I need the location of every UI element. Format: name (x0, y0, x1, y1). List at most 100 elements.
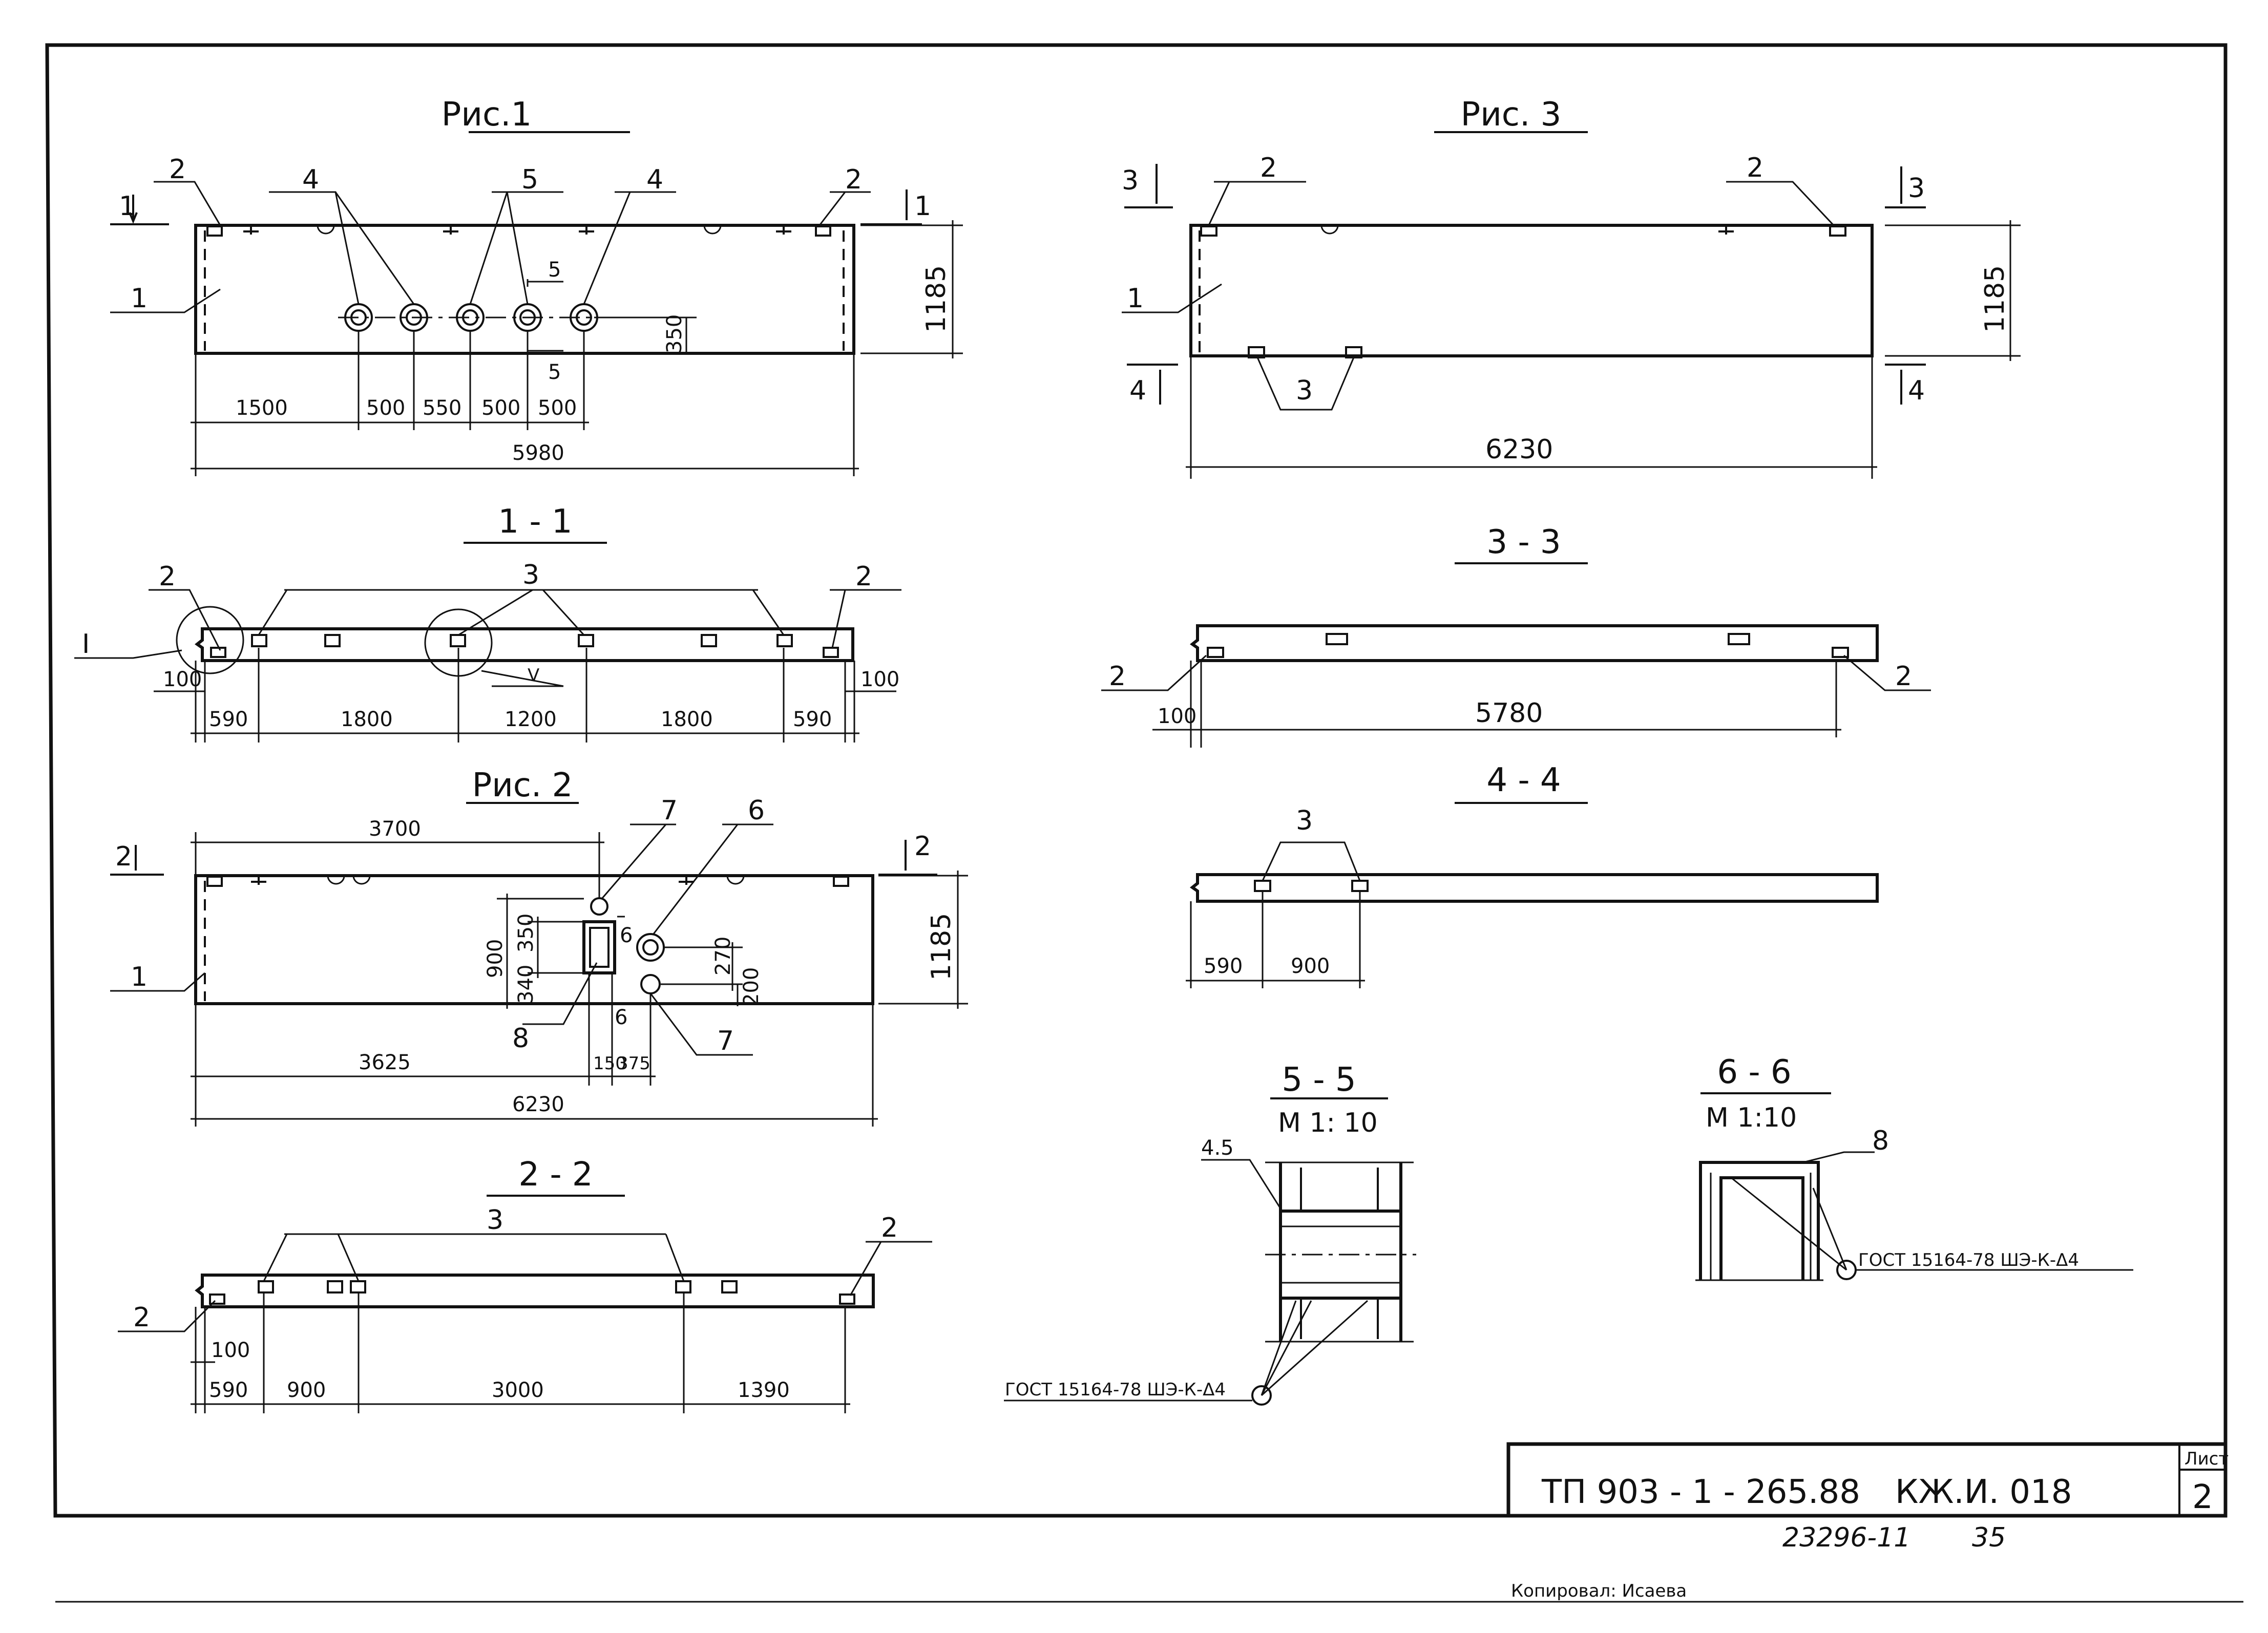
section-3-3-title: 3 - 3 (1486, 523, 1561, 561)
fig2-dim-900: 900 (484, 939, 507, 978)
fig2-dim-270: 270 (711, 937, 735, 975)
fig3-cut-mark-4-left: 4 (1129, 375, 1146, 406)
section-4-4: 4 - 4 3 590 900 (1186, 761, 1879, 988)
sec22-dim-100: 100 (211, 1339, 250, 1362)
fig1-label-1: 1 (131, 283, 148, 314)
figure-1: Рис.1 2 4 5 4 2 1 1 (110, 96, 963, 476)
section-2-2: 2 - 2 3 2 2 100 590 900 3000 1390 (118, 1156, 932, 1413)
fig1-dim-500a: 500 (366, 396, 405, 420)
sec11-dim-100-left: 100 (163, 668, 202, 691)
sec11-label-V: V (528, 665, 539, 686)
fig3-cut-mark-3-right: 3 (1908, 173, 1925, 204)
section-6-6-label: 8 (1872, 1126, 1889, 1156)
sec22-dim-1390: 1390 (738, 1378, 790, 1402)
fig1-cut-mark-left: 1 (119, 191, 136, 222)
sec11-dim-1800-right: 1800 (661, 708, 713, 731)
fig1-label-5: 5 (521, 164, 538, 195)
fig1-dim-500b: 500 (481, 396, 520, 420)
fig1-dim-550: 550 (423, 396, 461, 420)
fig3-label-2-right: 2 (1747, 153, 1763, 183)
title-block-code: ТП 903 - 1 - 265.88 (1541, 1473, 1860, 1511)
sec11-dim-1800-left: 1800 (341, 708, 393, 731)
figure-3-title: Рис. 3 (1461, 96, 1562, 134)
fig2-cut-6-top: 6 (620, 924, 633, 947)
fig2-cut-6-bottom: 6 (615, 1006, 627, 1029)
title-block-inventory: 23296-11 (1782, 1522, 1910, 1553)
fig3-cut-mark-4-right: 4 (1908, 375, 1925, 406)
fig2-dim-3700: 3700 (369, 817, 421, 841)
sec22-label-3: 3 (487, 1205, 503, 1236)
sec44-label-3: 3 (1296, 805, 1313, 836)
sec11-dim-1200: 1200 (505, 708, 557, 731)
figure-2-title: Рис. 2 (472, 767, 573, 804)
fig3-cut-mark-3-left: 3 (1122, 165, 1139, 196)
sec11-dim-590-right: 590 (793, 708, 832, 731)
section-6-6-note: ГОСТ 15164-78 ШЭ-К-Δ4 (1858, 1250, 2079, 1270)
fig3-dim-6230: 6230 (1485, 434, 1553, 465)
sec44-dim-900: 900 (1291, 955, 1330, 978)
sec11-label-2-left: 2 (159, 561, 176, 592)
sec22-dim-3000: 3000 (492, 1378, 544, 1402)
sec33-dim-5780: 5780 (1475, 698, 1543, 729)
title-block-sheet-number: 2 (2192, 1478, 2213, 1516)
section-1-1-title: 1 - 1 (498, 503, 572, 541)
copied-by: Копировал: Исаева (1511, 1581, 1687, 1601)
section-1-1: 1 - 1 3 2 2 I V 100 100 590 1800 1200 18… (74, 503, 901, 743)
sec22-label-2-left: 2 (133, 1302, 150, 1333)
fig1-cut-mark-right: 1 (914, 191, 931, 222)
figure-3: Рис. 3 2 2 1 3 3 3 4 4 1185 6230 (1122, 96, 2021, 479)
fig2-label-6: 6 (748, 795, 765, 826)
fig1-dim-350: 350 (663, 314, 686, 353)
fig1-label-2-left: 2 (169, 154, 186, 185)
section-6-6-title: 6 - 6 (1717, 1053, 1791, 1091)
title-block: ТП 903 - 1 - 265.88 КЖ.И. 018 Лист 2 232… (1506, 1442, 2229, 1601)
sec11-label-3: 3 (522, 560, 539, 590)
fig2-label-1: 1 (131, 962, 148, 992)
fig2-label-7-bottom: 7 (717, 1026, 734, 1056)
fig3-label-1: 1 (1127, 283, 1144, 314)
fig3-label-3: 3 (1296, 375, 1313, 406)
fig2-cut-mark-left: 2 (115, 841, 132, 872)
fig1-label-4-left: 4 (302, 164, 319, 195)
section-6-6: 6 - 6 М 1:10 8 ГОСТ 15164-78 ШЭ-К-Δ4 (1695, 1053, 2133, 1281)
fig2-dim-6230: 6230 (512, 1093, 564, 1116)
section-5-5: 5 - 5 М 1: 10 4.5 ГОСТ 15164-78 ШЭ-К-Δ4 (1004, 1061, 1416, 1406)
fig1-label-4-right: 4 (646, 164, 663, 195)
fig1-cut-5-top: 5 (548, 258, 561, 282)
fig2-label-8: 8 (512, 1023, 529, 1054)
fig3-label-2-left: 2 (1260, 153, 1277, 183)
fig1-dim-5980: 5980 (512, 441, 564, 465)
sec11-dim-100-right: 100 (860, 668, 899, 691)
fig1-cut-5-bottom: 5 (548, 360, 561, 384)
title-block-format: 35 (1972, 1522, 2006, 1553)
fig1-dim-1500: 1500 (236, 396, 288, 420)
fig2-dim-200: 200 (740, 967, 763, 1006)
section-5-5-scale: М 1: 10 (1278, 1108, 1378, 1138)
sec33-label-2-left: 2 (1109, 661, 1126, 692)
sec22-label-2-right: 2 (881, 1213, 898, 1243)
fig1-dim-height: 1185 (921, 265, 952, 333)
sec11-label-I: I (82, 629, 90, 660)
fig2-label-7-top: 7 (661, 795, 678, 826)
sec22-dim-900: 900 (287, 1378, 326, 1402)
title-block-mark: КЖ.И. 018 (1895, 1473, 2072, 1511)
fig1-label-2-right: 2 (845, 164, 862, 195)
section-6-6-scale: М 1:10 (1706, 1102, 1797, 1133)
sec11-dim-590-left: 590 (209, 708, 248, 731)
fig3-dim-height: 1185 (1980, 265, 2010, 333)
sec33-label-2-right: 2 (1895, 661, 1912, 692)
sec33-dim-100: 100 (1158, 705, 1196, 728)
figure-1-title: Рис.1 (442, 96, 532, 134)
section-5-5-title: 5 - 5 (1282, 1061, 1356, 1099)
section-5-5-label: 4.5 (1201, 1136, 1234, 1160)
fig2-dim-340: 340 (514, 965, 538, 1004)
section-3-3: 3 - 3 2 2 100 5780 (1101, 523, 1931, 748)
fig1-dim-500c: 500 (538, 396, 577, 420)
sheet-frame (45, 43, 2243, 1603)
fig2-dim-3625: 3625 (359, 1051, 411, 1074)
sec11-label-2-right: 2 (855, 561, 872, 592)
fig2-cut-mark-right: 2 (914, 831, 931, 862)
fig2-dim-150: 150 (593, 1053, 626, 1074)
fig2-dim-375: 375 (617, 1053, 650, 1074)
